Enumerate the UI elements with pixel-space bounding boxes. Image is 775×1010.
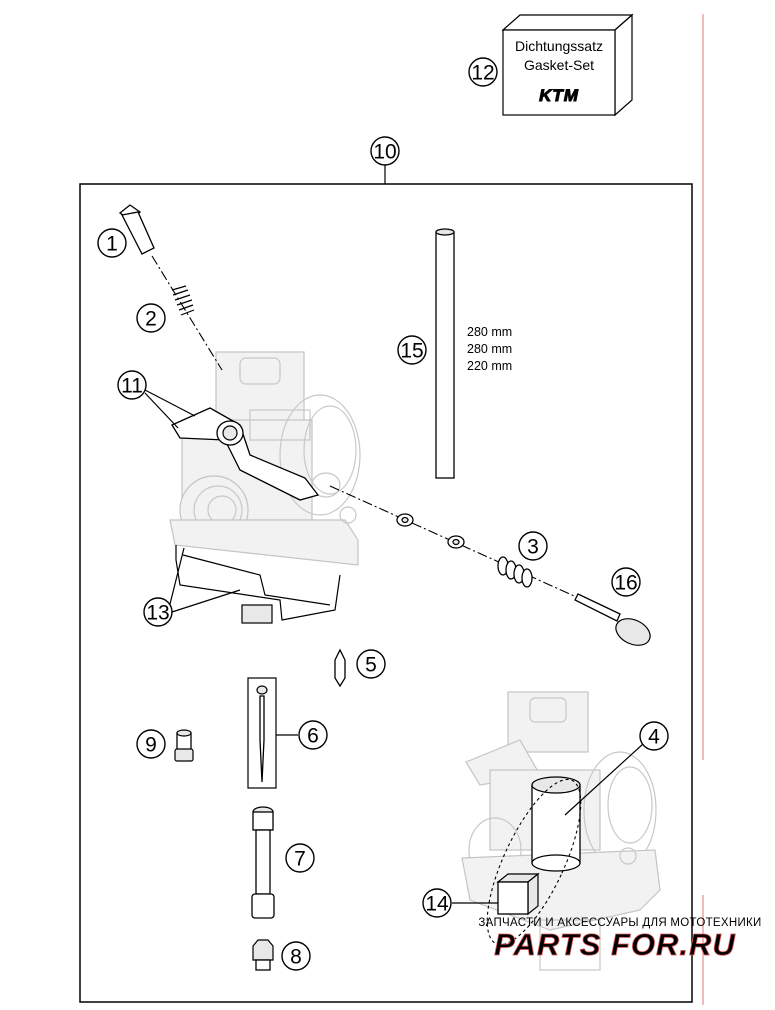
- callout-1: 1: [97, 228, 127, 258]
- callout-4: 4: [639, 721, 669, 751]
- callout-7: 7: [285, 843, 315, 873]
- part-15-tube: [435, 228, 455, 479]
- callout-6: 6: [298, 720, 328, 750]
- part-7-needle-jet: [251, 806, 275, 919]
- part-4-float: [531, 776, 581, 872]
- float-highlight: [486, 778, 582, 946]
- callout-14: 14: [422, 888, 452, 918]
- svg-text:10: 10: [373, 141, 396, 164]
- gasket-set-title-en: Gasket-Set: [524, 57, 594, 73]
- callout-10: 10: [370, 136, 400, 184]
- tube-length-3: 220 mm: [467, 359, 512, 373]
- svg-text:15: 15: [400, 340, 423, 363]
- gasket-set-title-de: Dichtungssatz: [515, 38, 603, 54]
- svg-text:2: 2: [145, 308, 157, 331]
- carburetor-ghost-upper: [169, 351, 361, 566]
- gasket-set-box: Dichtungssatz Gasket-Set KTM: [501, 13, 634, 117]
- part-1-screw: [118, 204, 155, 255]
- callout-13: 13: [143, 547, 241, 627]
- watermark-brand: PARTS FOR.RU: [494, 927, 736, 962]
- watermark: ЗАПЧАСТИ И АКСЕССУАРЫ ДЛЯ МОТОТЕХНИКИ PA…: [478, 917, 761, 962]
- part-14-block: [496, 872, 540, 916]
- part-9-pilot-jet: [174, 729, 194, 762]
- svg-text:4: 4: [648, 726, 660, 749]
- callout-15: 15: [397, 335, 427, 365]
- callout-11: 11: [117, 370, 196, 429]
- svg-text:5: 5: [365, 654, 377, 677]
- tube-length-1: 280 mm: [467, 325, 512, 339]
- washer-b: [447, 535, 465, 549]
- part-16-screw: [574, 593, 651, 646]
- callout-5: 5: [356, 649, 386, 679]
- axis-3-16: [329, 485, 593, 605]
- leader-4: [564, 743, 644, 816]
- svg-text:6: 6: [307, 725, 319, 748]
- watermark-tagline: ЗАПЧАСТИ И АКСЕССУАРЫ ДЛЯ МОТОТЕХНИКИ: [478, 917, 761, 929]
- washer-a: [396, 513, 414, 527]
- callout-16: 16: [611, 567, 641, 597]
- callout-3: 3: [518, 531, 548, 561]
- svg-text:1: 1: [106, 233, 118, 256]
- callout-12: 12: [468, 57, 498, 87]
- callout-9: 9: [136, 729, 166, 759]
- part-8-main-jet: [252, 939, 274, 971]
- part-11-lever: [171, 407, 320, 501]
- ktm-logo: KTM: [539, 86, 579, 105]
- callout-2: 2: [136, 303, 166, 333]
- svg-text:12: 12: [471, 62, 494, 85]
- part-13-bowl: [175, 545, 341, 624]
- svg-text:11: 11: [121, 375, 143, 398]
- axis-1-2: [151, 255, 223, 371]
- part-6-jet-needle: [247, 677, 298, 789]
- svg-text:7: 7: [294, 848, 306, 871]
- part-5-needle-valve: [334, 648, 346, 688]
- svg-text:9: 9: [145, 734, 157, 757]
- tube-length-2: 280 mm: [467, 342, 512, 356]
- part-3-spring: [497, 556, 533, 588]
- part-2-spring: [171, 285, 195, 316]
- svg-text:8: 8: [290, 946, 302, 969]
- kit-frame: [79, 183, 693, 1003]
- svg-text:14: 14: [425, 893, 449, 916]
- svg-text:16: 16: [614, 572, 637, 595]
- callout-8: 8: [281, 941, 311, 971]
- svg-text:13: 13: [146, 602, 169, 625]
- svg-text:3: 3: [527, 536, 539, 559]
